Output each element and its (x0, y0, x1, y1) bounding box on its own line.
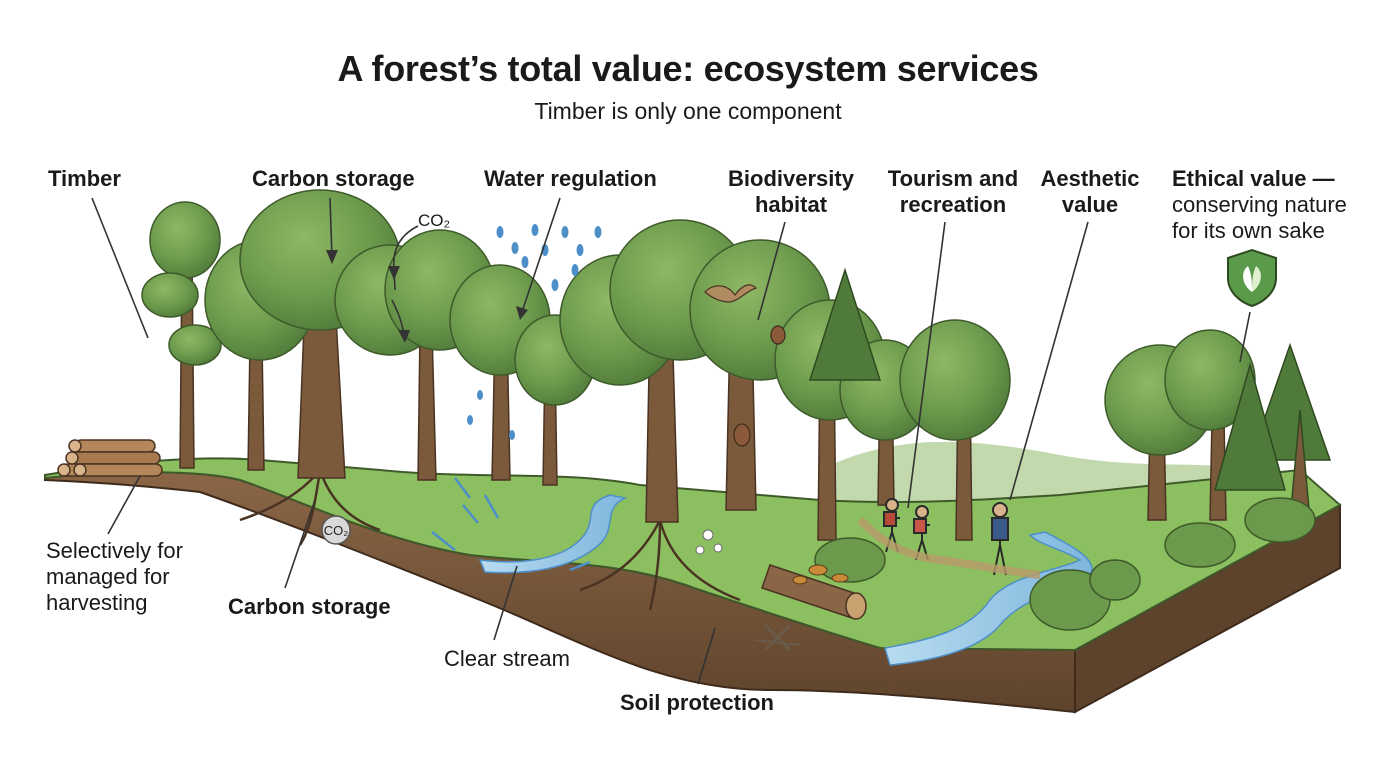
rain-drops (467, 224, 602, 440)
label-clear-stream: Clear stream (444, 646, 570, 671)
hikers-icon (883, 498, 1009, 576)
label-soil-protection: Soil protection (620, 690, 774, 715)
flowers (695, 529, 723, 555)
fallen-log (761, 564, 867, 620)
owl-icon (733, 325, 786, 447)
label-carbon-storage-bottom: Carbon storage (228, 594, 391, 619)
stream (478, 494, 628, 574)
label-co2-top: CO₂ (418, 211, 451, 230)
label-ethical-line2: conserving nature (1172, 192, 1347, 217)
label-tourism-line1: Tourism and (887, 166, 1019, 191)
page-subtitle: Timber is only one component (534, 98, 842, 124)
label-aesthetic-line2: value (1061, 192, 1119, 217)
mushroom-icon (792, 564, 849, 585)
label-selective-line2: managed for (46, 564, 170, 589)
water-flow-arrows (431, 477, 591, 572)
bushes (814, 497, 1316, 631)
shield-leaf-icon (1227, 248, 1277, 308)
leader-arrowheads (326, 250, 528, 343)
conifers (808, 267, 1332, 521)
log-pile-icon (57, 439, 163, 477)
label-aesthetic-line1: Aesthetic (1040, 166, 1140, 191)
stream-lower (884, 531, 1093, 666)
label-biodiversity-line1: Biodiversity (728, 166, 854, 191)
foliage (141, 189, 1256, 456)
bird-icon (704, 284, 758, 303)
leader-lines (91, 197, 1251, 685)
label-biodiversity-habitat: Biodiversity habitat (720, 166, 862, 218)
co2-soil-label: CO₂ (324, 523, 349, 538)
label-timber: Timber (48, 166, 121, 191)
page-title: A forest’s total value: ecosystem servic… (337, 48, 1039, 89)
label-ethical-value: Ethical value — conserving nature for it… (1172, 166, 1347, 244)
label-ethical-line3: for its own sake (1172, 218, 1325, 243)
label-tourism-recreation: Tourism and recreation (882, 166, 1024, 218)
label-carbon-storage-top: Carbon storage (252, 166, 415, 191)
label-ethical-line1: Ethical value — (1172, 166, 1335, 191)
label-biodiversity-line2: habitat (754, 192, 828, 217)
label-selective-line1: Selectively for (46, 538, 183, 563)
erosion-blocked-icon (754, 623, 801, 652)
label-water-regulation: Water regulation (484, 166, 657, 191)
co2-soil-bubble (321, 515, 351, 545)
label-aesthetic-value: Aesthetic value (1036, 166, 1144, 218)
trail (857, 517, 1041, 579)
label-tourism-line2: recreation (899, 192, 1007, 217)
label-selective-line3: harvesting (46, 590, 148, 615)
label-selectively-harvesting: Selectively for managed for harvesting (46, 538, 183, 616)
